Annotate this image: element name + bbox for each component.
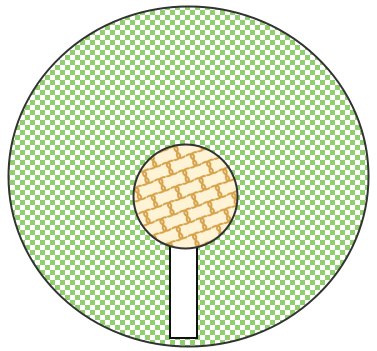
inner-circle	[134, 145, 238, 249]
stem-rect	[170, 238, 197, 338]
